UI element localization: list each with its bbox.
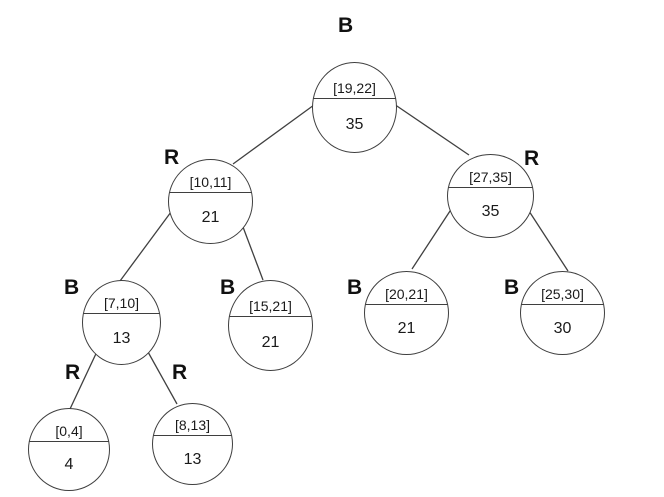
- node-divider: [365, 303, 448, 305]
- node-divider: [313, 97, 396, 99]
- color-label-left-left-left: R: [65, 361, 81, 384]
- edge-right-to-rightright: [526, 207, 569, 272]
- edge-right-to-rightleft: [411, 207, 453, 270]
- node-interval: [7,10]: [103, 295, 140, 312]
- node-max: 21: [261, 333, 280, 351]
- node-divider: [153, 435, 232, 437]
- color-label-right-left: B: [347, 276, 363, 299]
- node-divider: [229, 315, 312, 317]
- tree-node-root: [19,22] 35: [312, 62, 397, 153]
- node-interval: [10,11]: [189, 174, 232, 191]
- color-label-left-left: B: [64, 276, 80, 299]
- edge-root-to-left: [232, 104, 315, 165]
- tree-node-right-left: [20,21] 21: [364, 271, 449, 355]
- color-label-left-right: B: [220, 276, 236, 299]
- node-interval: [19,22]: [333, 79, 376, 96]
- edge-left-to-leftright: [242, 226, 264, 281]
- node-max: 35: [481, 202, 500, 220]
- color-label-left: R: [164, 146, 180, 169]
- node-interval: [0,4]: [55, 422, 83, 439]
- node-max: 35: [345, 115, 364, 133]
- tree-node-left-right: [15,21] 21: [228, 280, 313, 371]
- node-max: 13: [112, 329, 131, 347]
- color-label-root: B: [338, 14, 354, 37]
- node-interval: [8,13]: [174, 417, 211, 434]
- node-max: 4: [64, 456, 74, 474]
- edge-root-to-right: [390, 101, 470, 156]
- tree-node-left-left: [7,10] 13: [82, 280, 161, 365]
- node-max: 13: [183, 450, 202, 468]
- tree-node-right-right: [25,30] 30: [520, 271, 605, 355]
- tree-node-left-left-left: [0,4] 4: [28, 408, 110, 491]
- node-interval: [25,30]: [541, 285, 584, 302]
- color-label-right: R: [524, 147, 540, 170]
- node-divider: [83, 313, 160, 315]
- node-max: 30: [553, 319, 572, 337]
- node-divider: [29, 440, 109, 442]
- tree-node-left-left-right: [8,13] 13: [152, 403, 233, 485]
- tree-node-right: [27,35] 35: [447, 154, 534, 238]
- edge-left-to-leftleft: [119, 211, 172, 282]
- color-label-right-right: B: [504, 276, 520, 299]
- node-max: 21: [201, 208, 220, 226]
- node-max: 21: [397, 319, 416, 337]
- node-divider: [521, 303, 604, 305]
- tree-node-left: [10,11] 21: [168, 159, 253, 244]
- node-divider: [448, 186, 533, 188]
- node-interval: [15,21]: [249, 297, 292, 314]
- color-label-left-left-right: R: [172, 361, 188, 384]
- node-interval: [27,35]: [469, 168, 512, 185]
- node-divider: [169, 192, 252, 194]
- node-interval: [20,21]: [385, 285, 428, 302]
